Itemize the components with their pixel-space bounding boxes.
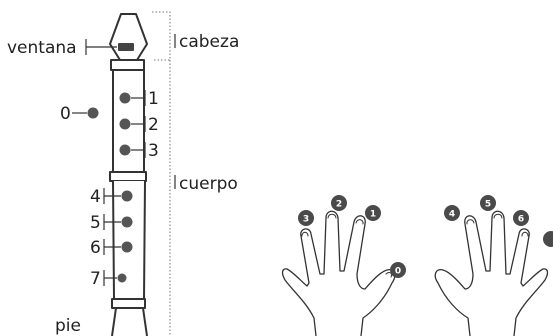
- foot-joint: [111, 298, 146, 309]
- hole-number-7: 7: [90, 269, 101, 289]
- window-slot: [118, 43, 134, 51]
- left-hand-nails: [301, 213, 392, 278]
- svg-text:3: 3: [303, 215, 309, 225]
- label-pie: pie: [55, 316, 81, 336]
- left-hand-outline: [281, 210, 396, 336]
- svg-text:1: 1: [370, 210, 376, 220]
- label-cabeza: cabeza: [179, 32, 239, 52]
- finger-badge-l0: 0: [390, 262, 406, 278]
- finger-badge-r5: 5: [480, 195, 496, 211]
- svg-text:5: 5: [485, 200, 491, 210]
- holes: [87, 92, 133, 283]
- recorder-foot: [111, 307, 148, 336]
- svg-text:0: 0: [395, 267, 401, 277]
- right-hand: [434, 210, 549, 336]
- recorder: [109, 13, 148, 336]
- right-hand-nails: [466, 213, 529, 237]
- svg-text:4: 4: [449, 210, 455, 220]
- hole-5: [121, 216, 133, 228]
- right-hand-outline: [434, 210, 549, 336]
- hole-7: [117, 273, 127, 283]
- svg-text:6: 6: [518, 215, 524, 225]
- section-brackets: [152, 11, 171, 336]
- hole-number-4: 4: [90, 187, 101, 207]
- label-cuerpo: cuerpo: [179, 174, 238, 194]
- label-ventana: ventana: [7, 38, 77, 58]
- hole-1: [119, 92, 131, 104]
- finger-badge-l3: 3: [298, 210, 314, 226]
- head-joint: [110, 59, 145, 71]
- hole-leaders: [72, 39, 146, 286]
- hole-number-0: 0: [60, 104, 71, 124]
- head-bracket: [152, 11, 171, 61]
- hole-number-6: 6: [90, 238, 101, 258]
- finger-badge-l1: 1: [365, 205, 381, 221]
- finger-badge-r6: 6: [513, 210, 529, 226]
- hole-2: [119, 118, 131, 130]
- finger-badges: 3 2 1 0 4 5 6: [298, 195, 553, 278]
- recorder-head: [109, 13, 148, 61]
- svg-text:2: 2: [336, 200, 342, 210]
- hole-6: [121, 241, 133, 253]
- hole-4: [121, 190, 133, 202]
- hole-number-3: 3: [148, 141, 159, 161]
- finger-badge-r4: 4: [444, 205, 460, 221]
- body-joint: [109, 171, 147, 182]
- left-hand: [281, 210, 396, 336]
- hole-3: [119, 144, 131, 156]
- hole-thumb: [87, 107, 99, 119]
- hole-number-2: 2: [148, 115, 159, 135]
- finger-badge-r7-partial: [543, 231, 553, 247]
- hole-number-5: 5: [90, 213, 101, 233]
- hole-number-1: 1: [148, 89, 159, 109]
- finger-badge-l2: 2: [331, 195, 347, 211]
